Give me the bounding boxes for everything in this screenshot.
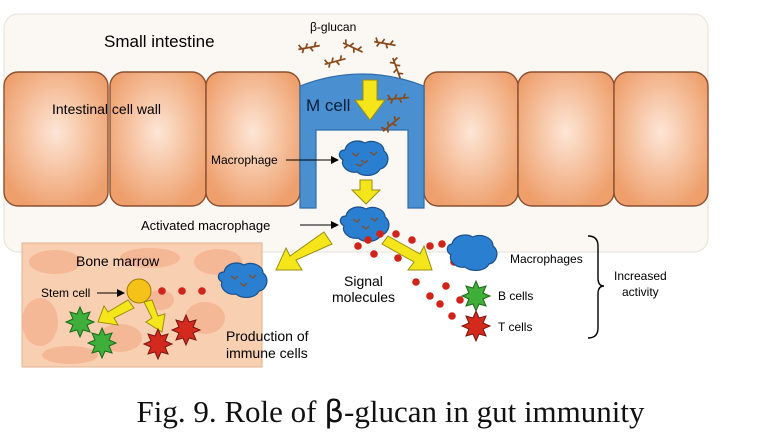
stem-cell-label: Stem cell [41,286,90,300]
bone-marrow-label: Bone marrow [76,253,160,269]
intestinal-cell [613,71,709,207]
bone-marrow-arrow [275,231,333,271]
beta-glucan-label: β-glucan [310,20,356,34]
intestinal-cell [109,71,207,207]
b-cell [460,279,492,313]
intestinal-cell-wall [3,71,709,207]
signal-molecules-dots [354,230,464,320]
signal-molecules-label-line1: Signal [344,273,383,289]
production-label-line2: immune cells [226,345,308,361]
increased-activity-label-line1: Increased [614,269,667,283]
t-cell [170,313,202,347]
b-cell [86,326,118,360]
b-cell [64,305,96,339]
macrophages [446,234,498,271]
signal-molecules-label-line2: molecules [332,289,395,305]
caption-suffix: -glucan in gut immunity [344,394,645,429]
macrophage [338,140,389,176]
t-cell [460,309,492,343]
stem-cell [126,278,152,304]
stem-cell-arrow-right [143,299,166,333]
intestinal-cell [423,71,519,207]
production-label-line1: Production of [226,328,309,344]
figure-caption: Fig. 9. Role of β-glucan in gut immunity [0,394,781,430]
intestinal-cell-wall-label: Intestinal cell wall [52,101,161,117]
small-intestine-label: Small intestine [104,32,215,51]
uptake-arrow [354,79,386,121]
intestinal-cell [205,71,301,207]
signal-arrow-right [381,235,433,271]
b-cells-label: B cells [498,289,533,303]
caption-beta-symbol: β [324,394,345,430]
m-cell-label: M cell [306,96,350,115]
activated-macrophage-label: Activated macrophage [141,218,270,233]
caption-prefix: Fig. 9. Role of [136,394,325,429]
activation-arrow [350,179,382,205]
t-cells-label: T cells [498,320,532,334]
intestinal-cell [3,71,109,207]
intestinal-cell [517,71,615,207]
t-cell [142,327,174,361]
stem-cell-arrow-left [97,299,135,326]
m-cell [299,73,425,209]
increased-activity-bracket [587,235,605,339]
macrophage-label: Macrophage [211,153,278,167]
bone-marrow-macrophage [217,262,268,298]
signal-dots-bone-marrow [158,287,206,295]
macrophages-label: Macrophages [510,252,583,266]
increased-activity-label-line2: activity [622,285,659,299]
